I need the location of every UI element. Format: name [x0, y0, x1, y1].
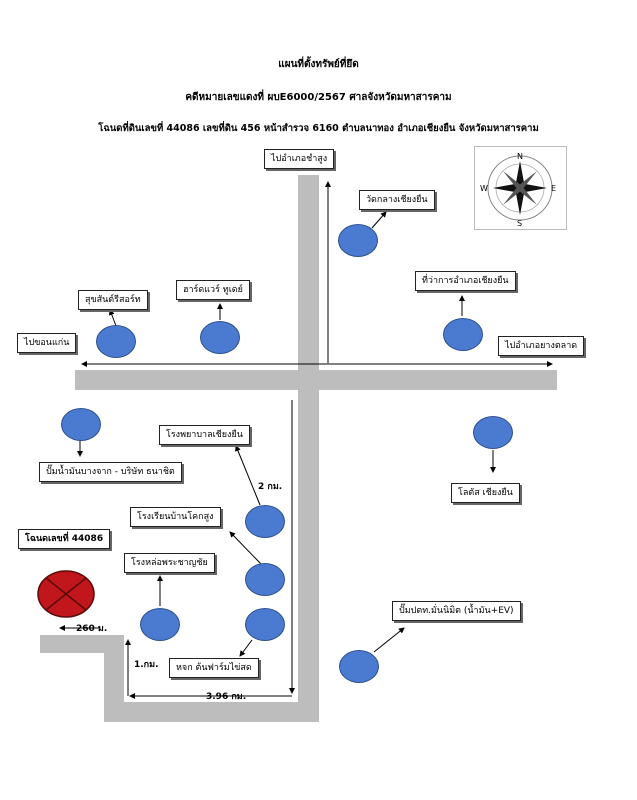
- label-ptt: ปั๊มปตท.มั่นนิมิต (น้ำมัน+EV): [392, 601, 521, 621]
- label-to-khonkaen: ไปขอนแก่น: [17, 333, 77, 353]
- marker-ptt: [339, 650, 379, 683]
- road-to-land: [40, 635, 124, 653]
- compass-rose: N S E W: [474, 146, 567, 230]
- compass-e: E: [551, 184, 556, 193]
- label-deed-no: โฉนดเลขที่ 44086: [18, 529, 111, 549]
- map-title: แผนที่ตั้งทรัพย์ที่ยึด: [278, 59, 359, 70]
- label-mill: โรงหล่อพระชาญชัย: [124, 553, 215, 573]
- target-parcel-marker: [36, 569, 96, 619]
- distance-3-96km: 3.96 กม.: [206, 692, 247, 702]
- label-lotus: โลตัส เชียงยืน: [451, 483, 520, 503]
- marker-resort: [96, 325, 136, 358]
- road-south: [298, 390, 319, 720]
- case-number: คดีหมายเลขแดงที่ ผบE6000/2567 ศาลจังหวัด…: [185, 92, 452, 103]
- marker-hardware: [200, 321, 240, 354]
- marker-lotus: [473, 416, 513, 449]
- road-east-west: [75, 370, 557, 390]
- marker-mill: [140, 608, 180, 641]
- road-north: [298, 175, 319, 370]
- label-farm: หจก ต้นฟาร์มไข่สด: [169, 658, 259, 678]
- road-bottom: [104, 702, 319, 722]
- marker-farm: [245, 608, 285, 641]
- deed-info: โฉนดที่ดินเลขที่ 44086 เลขที่ดิน 456 หน้…: [98, 123, 539, 134]
- marker-gas-bangchak: [61, 408, 101, 441]
- label-school: โรงเรียนบ้านโคกสูง: [130, 507, 221, 527]
- distance-2km: 2 กม.: [258, 482, 283, 492]
- marker-wat: [338, 224, 378, 257]
- marker-school: [245, 563, 285, 596]
- compass-w: W: [480, 184, 488, 193]
- label-resort: สุขสันต์รีสอร์ท: [78, 290, 148, 310]
- label-to-champhon: ไปอำเภอชำสูง: [264, 149, 335, 169]
- compass-n: N: [517, 152, 523, 161]
- marker-hospital: [245, 505, 285, 538]
- label-hospital: โรงพยาบาลเชียงยืน: [159, 425, 250, 445]
- marker-district-office: [443, 318, 483, 351]
- compass-s: S: [517, 219, 522, 228]
- label-to-yangtalat: ไปอำเภอยางตลาด: [498, 336, 585, 356]
- label-hardware: ฮาร์ดแวร์ ทูเดย์: [176, 280, 250, 300]
- distance-1km: 1.กม.: [134, 660, 159, 670]
- label-gas-bangchak: ปั๊มน้ำมันบางจาก - บริษัท ธนาชิต: [39, 462, 182, 482]
- label-wat: วัดกลางเชียงยืน: [359, 190, 435, 210]
- label-district-office: ที่ว่าการอำเภอเชียงยืน: [415, 271, 516, 291]
- road-west-link: [104, 635, 124, 722]
- distance-260m: 260 ม.: [76, 624, 108, 634]
